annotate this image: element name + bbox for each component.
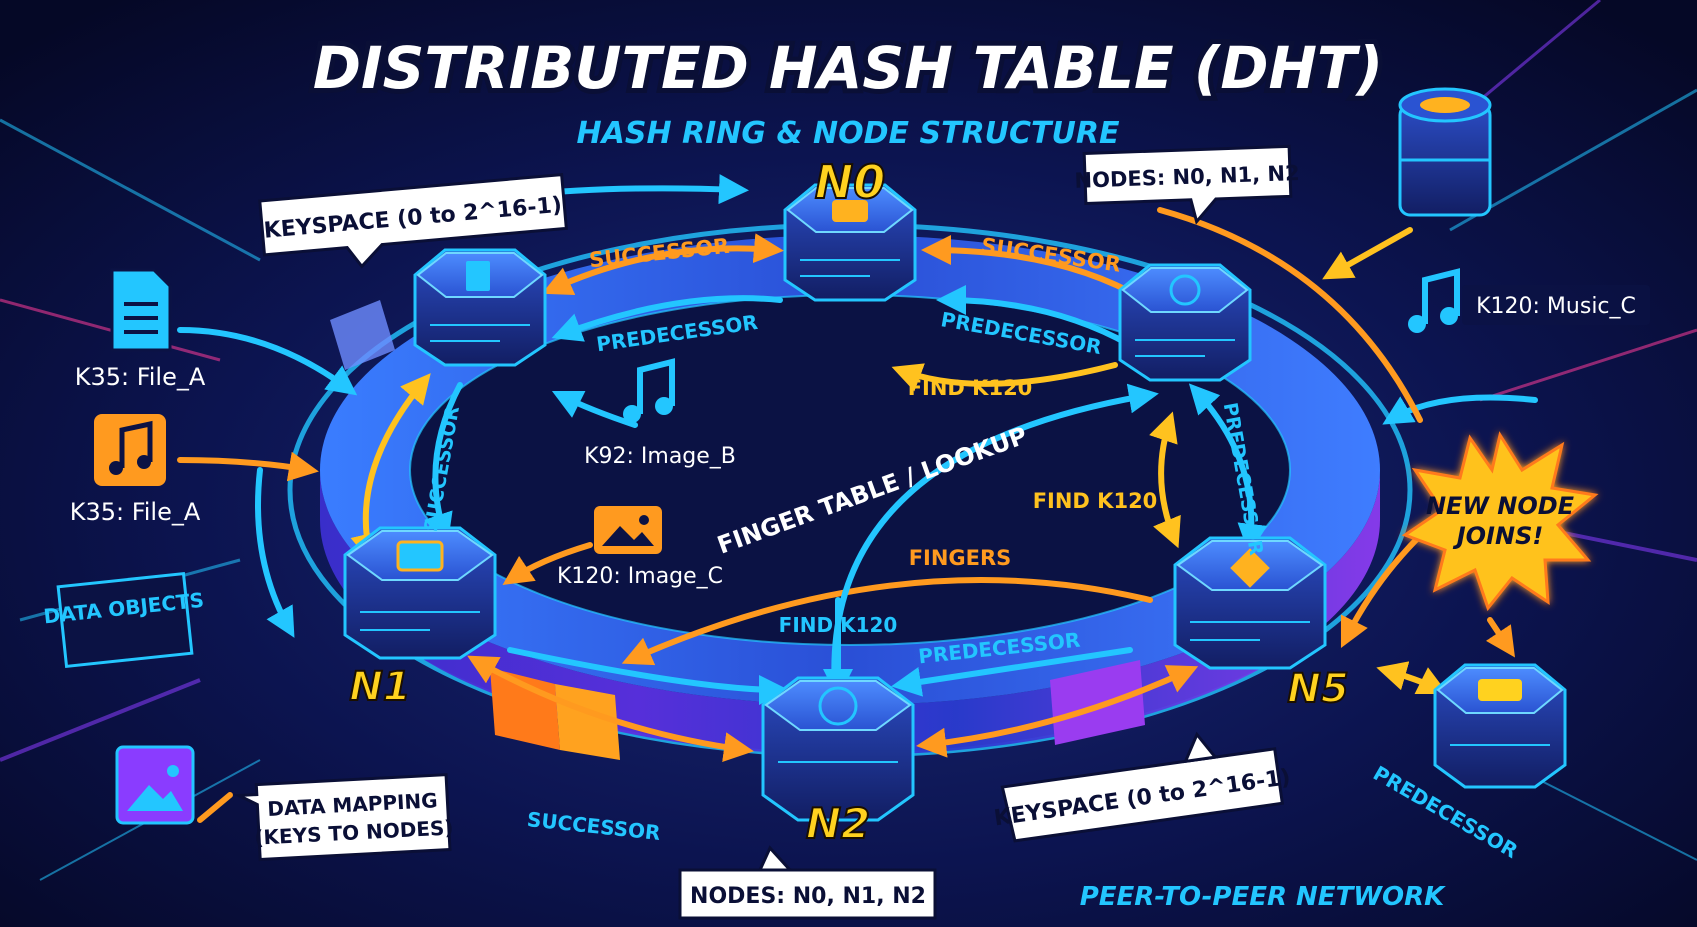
- arrow-predecessor-top-right: [936, 285, 1133, 348]
- arrow-image-b: [551, 390, 638, 428]
- arrow-n1-to-n2-cyan: [507, 647, 789, 705]
- data-item-music-c: K120: Music_C: [1476, 294, 1636, 319]
- label-find-k120-top: FIND K120: [908, 376, 1033, 400]
- arrow-predecessor-bottom-right: [891, 647, 1133, 697]
- p2p-caption: PEER-TO-PEER NETWORK: [1080, 882, 1446, 912]
- gear-icon: [1169, 274, 1201, 306]
- document-icon: [466, 261, 490, 291]
- callout-data-objects: DATA OBJECTS: [42, 571, 205, 669]
- label-find-k120-right: FIND K120: [1033, 489, 1158, 513]
- arrow-right-vertical-yellow: [1149, 411, 1181, 549]
- arrow-left-vertical-yellow: [350, 373, 431, 564]
- music-c-tag: K120: Music_C: [1462, 285, 1650, 325]
- new-node-burst: NEW NODE JOINS!: [1401, 431, 1599, 612]
- data-item-image-c: K120: Image_C: [557, 564, 723, 589]
- arrow-successor-left-vertical: [424, 382, 463, 544]
- node-top-left[interactable]: [413, 248, 547, 367]
- arrow-outer-left: [255, 467, 295, 638]
- node-label-n5: N5: [1287, 666, 1348, 712]
- node-label-n1: N1: [349, 664, 410, 710]
- callout-keyspace-bottom: KEYSPACE (0 to 2^16-1): [992, 731, 1292, 843]
- page-subtitle: HASH RING & NODE STRUCTURE: [577, 116, 1120, 151]
- music-note-icon: [623, 358, 675, 423]
- arrow-n0-n-left-successor: [541, 233, 784, 295]
- arrow-outer-top-right: [1157, 207, 1423, 423]
- node-top-right[interactable]: [1118, 263, 1252, 382]
- node-n2[interactable]: [761, 676, 915, 822]
- node-n0[interactable]: [783, 183, 917, 302]
- server-icon: [1478, 679, 1522, 701]
- node-n1[interactable]: [343, 526, 497, 660]
- new-node-label-2: JOINS!: [1453, 522, 1544, 550]
- arrow-file-a-2: [177, 451, 319, 482]
- arrow-image-bottom-left: [197, 792, 233, 823]
- data-item-image-b: K92: Image_B: [584, 444, 736, 469]
- page-title: DISTRIBUTED HASH TABLE (DHT): [313, 34, 1383, 102]
- callout-nodes-top: NODES: N0, N1, N2: [1074, 144, 1300, 225]
- music-note-icon: [94, 414, 166, 486]
- svg-text:NODES: N0, N1, N2: NODES: N0, N1, N2: [690, 884, 926, 909]
- screen-icon: [396, 540, 444, 572]
- arrow-find-k120-top: [891, 362, 1118, 392]
- node-label-n0: N0: [815, 155, 886, 209]
- arrow-fingers: [621, 577, 1153, 666]
- arrow-predecessor-right-vertical: [1188, 383, 1268, 554]
- music-note-icon: [1408, 268, 1460, 333]
- arrow-image-c: [502, 542, 593, 585]
- arrow-database-to-node: [1322, 227, 1413, 280]
- data-item-file-a-1: K35: File_A: [75, 363, 206, 391]
- node-new[interactable]: [1433, 663, 1567, 789]
- callout-keyspace-top: KEYSPACE (0 to 2^16-1): [258, 172, 568, 269]
- title-shadow: DISTRIBUTED HASH TABLE (DHT): [313, 34, 1383, 102]
- arrow-n1-n2: [467, 655, 754, 762]
- new-node-label-1: NEW NODE: [1426, 492, 1575, 520]
- chip-icon: [818, 686, 858, 726]
- arrow-new-node-down: [1485, 617, 1515, 658]
- callout-data-mapping: DATA MAPPING (KEYS TO NODES): [232, 773, 454, 862]
- node-label-n2: N2: [806, 799, 870, 848]
- chip-icon: [832, 200, 868, 222]
- data-item-file-a-2: K35: File_A: [70, 498, 201, 526]
- title-group: DISTRIBUTED HASH TABLE (DHT) DISTRIBUTED…: [308, 29, 1388, 151]
- arrow-right-incoming: [1382, 394, 1538, 425]
- label-find-k120-bottom: FIND K120: [779, 613, 898, 637]
- image-icon: [594, 506, 662, 554]
- label-fingers: FINGERS: [909, 546, 1012, 570]
- image-icon: [115, 745, 195, 825]
- document-icon: [110, 268, 172, 352]
- arrow-n2-n5: [916, 665, 1199, 758]
- database-icon: [1398, 87, 1492, 217]
- arrow-file-a-1: [177, 327, 358, 396]
- ring-arrows: [177, 174, 1538, 823]
- node-n5[interactable]: [1173, 536, 1327, 670]
- arrow-predecessor-top-left: [551, 295, 783, 342]
- callout-nodes-bottom: NODES: N0, N1, N2: [678, 845, 937, 920]
